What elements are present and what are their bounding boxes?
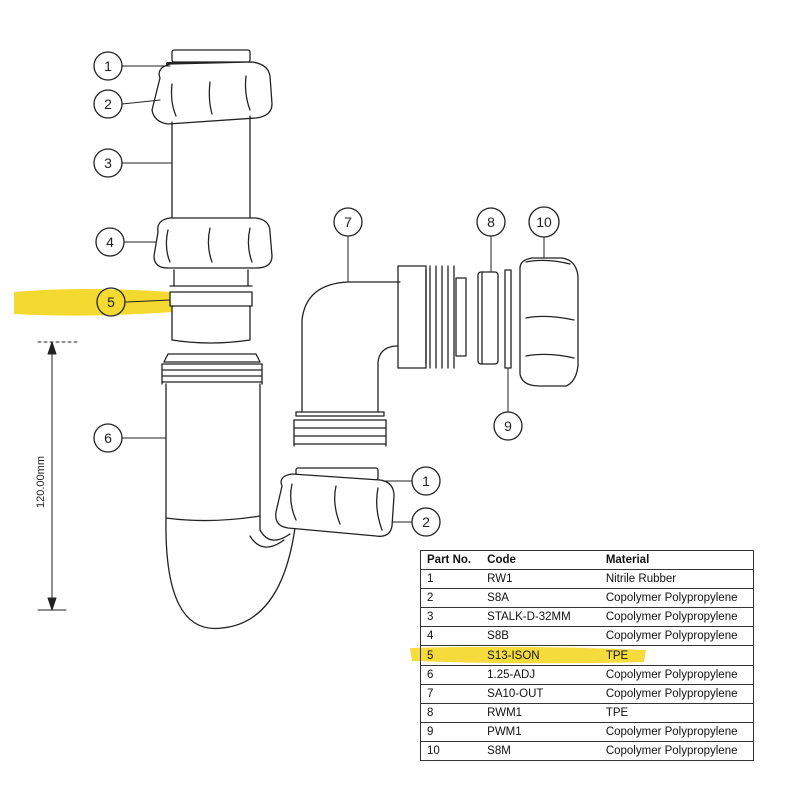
part-4-nut	[153, 217, 273, 269]
cell-code: S13-ISON	[481, 645, 600, 666]
part-8-washer	[477, 271, 499, 365]
callout-circle-9	[493, 411, 523, 441]
table-row: 5 S13-ISON TPE	[420, 645, 754, 666]
callout-label-1-bottom: 1	[422, 473, 430, 489]
cell-material: Copolymer Polypropylene	[599, 740, 754, 762]
part-3-stalk-tube	[171, 115, 251, 221]
cell-material: Copolymer Polypropylene	[599, 721, 754, 742]
cell-part-no: 8	[420, 702, 482, 723]
table-row: 2 S8A Copolymer Polypropylene	[420, 588, 754, 609]
table-row: 8 RWM1 TPE	[420, 702, 754, 723]
cell-part-no: 4	[420, 626, 482, 647]
cell-material: TPE	[599, 702, 754, 723]
parts-table-header-row: Part No. Code Material	[420, 549, 754, 571]
callout-label-9: 9	[504, 418, 512, 434]
cell-part-no: 3	[420, 607, 482, 628]
cell-code: STALK-D-32MM	[481, 607, 600, 628]
cell-code: S8M	[481, 740, 600, 762]
callout-label-8: 8	[487, 214, 495, 230]
callout-label-1-top: 1	[104, 58, 112, 74]
cell-part-no: 10	[420, 740, 482, 762]
callout-label-2-top: 2	[104, 96, 112, 112]
callout-circle-10	[528, 206, 560, 238]
callout-circles	[93, 51, 560, 537]
cell-code: PWM1	[481, 721, 600, 742]
table-row: 9 PWM1 Copolymer Polypropylene	[420, 721, 754, 742]
callout-circle-3	[93, 148, 123, 178]
part-6-trap-body	[161, 353, 297, 630]
cell-part-no: 1	[420, 569, 482, 590]
callout-label-10: 10	[536, 214, 552, 230]
cell-part-no: 2	[420, 588, 482, 609]
highlight-mark-callout-5	[14, 289, 172, 316]
part-2-top-nut	[151, 61, 273, 125]
callout-label-7: 7	[344, 214, 352, 230]
header-code: Code	[481, 549, 600, 571]
dimension-line-120mm	[37, 341, 79, 611]
table-row: 4 S8B Copolymer Polypropylene	[420, 626, 754, 647]
header-material: Material	[599, 549, 754, 571]
table-row: 7 SA10-OUT Copolymer Polypropylene	[420, 683, 754, 704]
callout-circle-8	[476, 207, 506, 237]
header-part-no: Part No.	[420, 549, 482, 571]
part-9-thin-washer	[504, 269, 512, 369]
cell-part-no: 9	[420, 721, 482, 742]
cell-material: Copolymer Polypropylene	[599, 626, 754, 647]
table-row: 6 1.25-ADJ Copolymer Polypropylene	[420, 664, 754, 685]
part-5-seal	[169, 269, 253, 344]
table-row: 3 STALK-D-32MM Copolymer Polypropylene	[420, 607, 754, 628]
callout-circle-1-top	[93, 51, 123, 81]
cell-code: S8B	[481, 626, 600, 647]
cell-part-no: 6	[420, 664, 482, 685]
callout-label-3: 3	[104, 155, 112, 171]
callout-label-6: 6	[104, 430, 112, 446]
cell-part-no: 7	[420, 683, 482, 704]
table-row: 10 S8M Copolymer Polypropylene	[420, 740, 754, 762]
callout-label-4: 4	[106, 234, 114, 250]
callout-label-5: 5	[107, 294, 115, 310]
cell-material: Nitrile Rubber	[599, 569, 754, 590]
callout-circle-1-bottom	[411, 466, 441, 496]
cell-material: Copolymer Polypropylene	[599, 607, 754, 628]
cell-code: 1.25-ADJ	[481, 664, 600, 685]
callout-circle-5	[96, 287, 126, 317]
cell-material: TPE	[599, 645, 754, 666]
cell-code: SA10-OUT	[481, 683, 600, 704]
cell-code: S8A	[481, 588, 600, 609]
cell-material: Copolymer Polypropylene	[599, 588, 754, 609]
callout-circle-6	[93, 423, 123, 453]
cell-code: RW1	[481, 569, 600, 590]
callout-circle-7	[333, 207, 363, 237]
cell-part-no: 5	[420, 645, 482, 666]
callout-leader-lines	[121, 65, 545, 523]
callout-labels: 1 2 3 4 5 6 7 8 10 9 1 2	[104, 58, 552, 530]
cell-material: Copolymer Polypropylene	[599, 664, 754, 685]
callout-circle-2-top	[93, 89, 123, 119]
part-2-bottom-nut	[275, 473, 395, 537]
part-7-outlet-elbow	[293, 265, 467, 447]
dimension-label: 120.00mm	[35, 456, 47, 508]
part-10-outlet-nut	[519, 257, 579, 387]
parts-table: Part No. Code Material 1 RW1 Nitrile Rub…	[420, 549, 754, 762]
callout-label-2-bottom: 2	[422, 514, 430, 530]
callout-circle-2-bottom	[411, 507, 441, 537]
table-row: 1 RW1 Nitrile Rubber	[420, 569, 754, 590]
cell-code: RWM1	[481, 702, 600, 723]
cell-material: Copolymer Polypropylene	[599, 683, 754, 704]
callout-circle-4	[95, 227, 125, 257]
